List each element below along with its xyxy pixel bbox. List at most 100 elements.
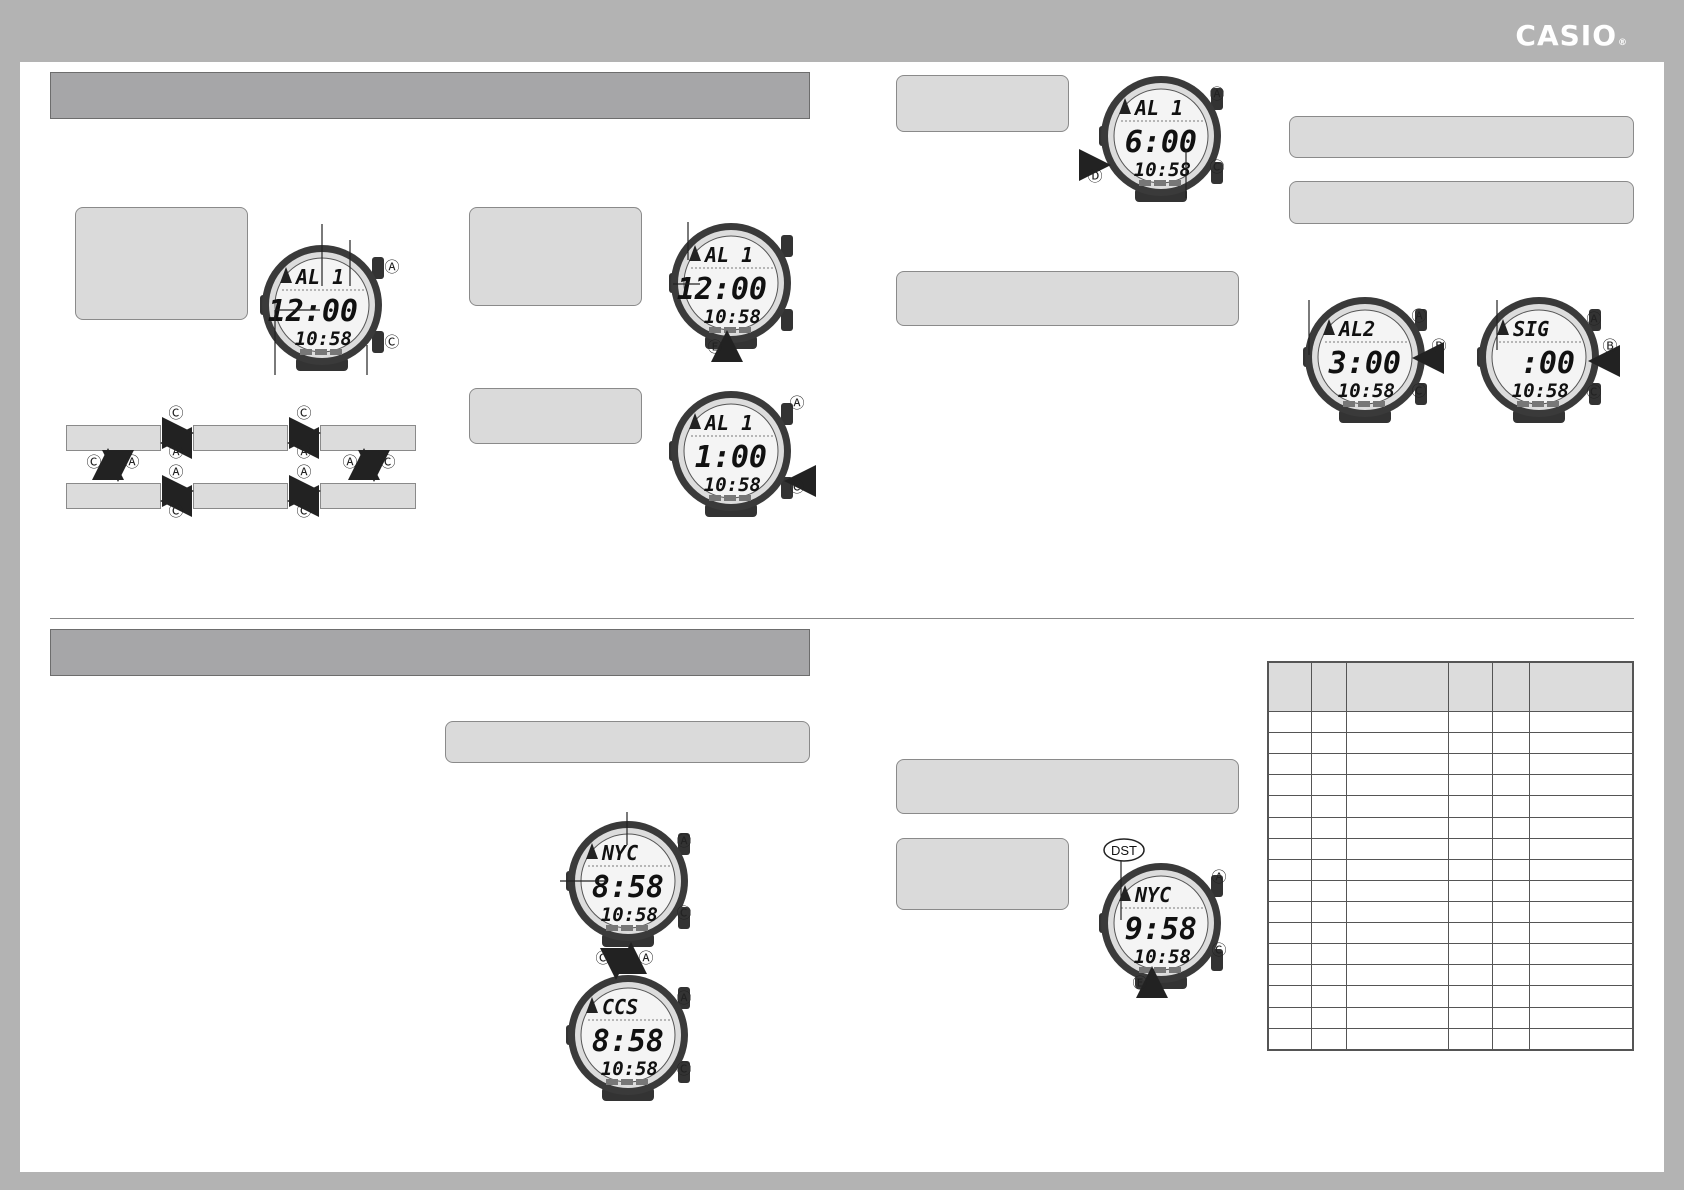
button-b-label: Ⓑ bbox=[1602, 337, 1617, 355]
table-cell bbox=[1528, 774, 1634, 797]
lcd-main-time: 12:00 bbox=[677, 272, 767, 307]
table-cell bbox=[1267, 1006, 1312, 1029]
table-cell bbox=[1345, 795, 1449, 818]
button-c-label: Ⓒ bbox=[384, 333, 399, 351]
lcd-top-text: SIG bbox=[1513, 317, 1549, 341]
table-cell bbox=[1528, 732, 1634, 755]
table-cell bbox=[1310, 795, 1347, 818]
table-cell bbox=[1491, 858, 1530, 881]
table-cell bbox=[1310, 732, 1347, 755]
table-cell bbox=[1267, 774, 1312, 797]
button-a-label: Ⓐ bbox=[342, 453, 357, 471]
table-cell bbox=[1491, 774, 1530, 797]
button-a-label: Ⓐ bbox=[638, 949, 653, 967]
lcd-main-time: 9:58 bbox=[1125, 912, 1197, 947]
lcd-bottom-time: 10:58 bbox=[704, 474, 761, 496]
section-divider bbox=[50, 618, 1634, 619]
table-cell bbox=[1491, 710, 1530, 734]
table-cell bbox=[1267, 900, 1312, 924]
table-cell bbox=[1447, 900, 1493, 924]
dst-badge bbox=[1103, 838, 1145, 862]
table-cell bbox=[1447, 964, 1493, 987]
button-a-label: Ⓐ bbox=[296, 443, 311, 461]
table-cell bbox=[1447, 858, 1493, 881]
table-cell bbox=[1345, 837, 1449, 860]
table-cell bbox=[1447, 1027, 1493, 1051]
table-cell bbox=[1310, 858, 1347, 881]
lcd-top-text: AL 1 bbox=[703, 411, 753, 435]
button-c-label: Ⓒ bbox=[1209, 158, 1224, 176]
button-a-label: Ⓐ bbox=[1211, 868, 1226, 886]
table-row bbox=[1267, 732, 1634, 755]
table-cell bbox=[1267, 964, 1312, 987]
flow-box-4 bbox=[66, 483, 161, 509]
button-a-label: Ⓐ bbox=[1209, 85, 1224, 103]
table-row bbox=[1267, 985, 1634, 1008]
table-cell bbox=[1528, 837, 1634, 860]
table-cell bbox=[1267, 858, 1312, 881]
table-cell bbox=[1267, 943, 1312, 966]
table-cell bbox=[1310, 753, 1347, 776]
table-cell bbox=[1267, 795, 1312, 818]
table-cell bbox=[1310, 1027, 1347, 1051]
table-row bbox=[1267, 1027, 1634, 1051]
lcd-bottom-time: 10:58 bbox=[295, 328, 352, 350]
table-cell bbox=[1491, 795, 1530, 818]
table-cell bbox=[1310, 900, 1347, 924]
button-c-label: Ⓒ bbox=[676, 1060, 691, 1078]
table-cell bbox=[1528, 1006, 1634, 1029]
button-c-label: Ⓒ bbox=[86, 453, 101, 471]
table-cell bbox=[1267, 1027, 1312, 1051]
table-cell bbox=[1491, 753, 1530, 776]
table-row bbox=[1267, 964, 1634, 987]
flow-box-5 bbox=[193, 483, 288, 509]
table-cell bbox=[1491, 1006, 1530, 1029]
lcd-bottom-time: 10:58 bbox=[601, 904, 658, 926]
table-cell bbox=[1528, 795, 1634, 818]
table-cell bbox=[1267, 732, 1312, 755]
lcd-main-time: 6:00 bbox=[1125, 125, 1197, 160]
table-cell bbox=[1528, 858, 1634, 881]
table-cell bbox=[1528, 964, 1634, 987]
table-cell bbox=[1310, 985, 1347, 1008]
lcd-top-text: AL 1 bbox=[294, 265, 344, 289]
world-time-note-box bbox=[445, 721, 810, 763]
table-cell bbox=[1447, 922, 1493, 945]
table-cell bbox=[1528, 753, 1634, 776]
lcd-main-time: 8:58 bbox=[592, 1024, 664, 1059]
dst-note-box bbox=[896, 759, 1239, 814]
button-c-label: Ⓒ bbox=[595, 949, 610, 967]
table-cell bbox=[1447, 837, 1493, 860]
table-cell bbox=[1491, 879, 1530, 902]
table-cell bbox=[1345, 816, 1449, 839]
table-cell bbox=[1345, 710, 1449, 734]
table-row bbox=[1267, 795, 1634, 818]
alarm-on-note-box bbox=[896, 75, 1069, 132]
table-row bbox=[1267, 710, 1634, 734]
table-cell bbox=[1345, 900, 1449, 924]
lcd-top-text: AL2 bbox=[1337, 317, 1375, 341]
button-a-label: Ⓐ bbox=[296, 463, 311, 481]
adjust-alarm-note-box bbox=[469, 388, 642, 444]
table-row bbox=[1267, 858, 1634, 881]
button-c-label: Ⓒ bbox=[789, 478, 804, 496]
table-cell bbox=[1310, 710, 1347, 734]
table-row bbox=[1267, 774, 1634, 797]
button-a-label: Ⓐ bbox=[124, 453, 139, 471]
table-cell bbox=[1447, 985, 1493, 1008]
table-cell bbox=[1447, 774, 1493, 797]
lcd-top-text: AL 1 bbox=[703, 243, 753, 267]
lcd-bottom-time: 10:58 bbox=[1134, 159, 1191, 181]
table-cell bbox=[1491, 816, 1530, 839]
table-cell bbox=[1528, 710, 1634, 734]
flow-box-6 bbox=[320, 483, 416, 509]
button-c-label: Ⓒ bbox=[296, 404, 311, 422]
flow-box-1 bbox=[66, 425, 161, 451]
table-row bbox=[1267, 922, 1634, 945]
